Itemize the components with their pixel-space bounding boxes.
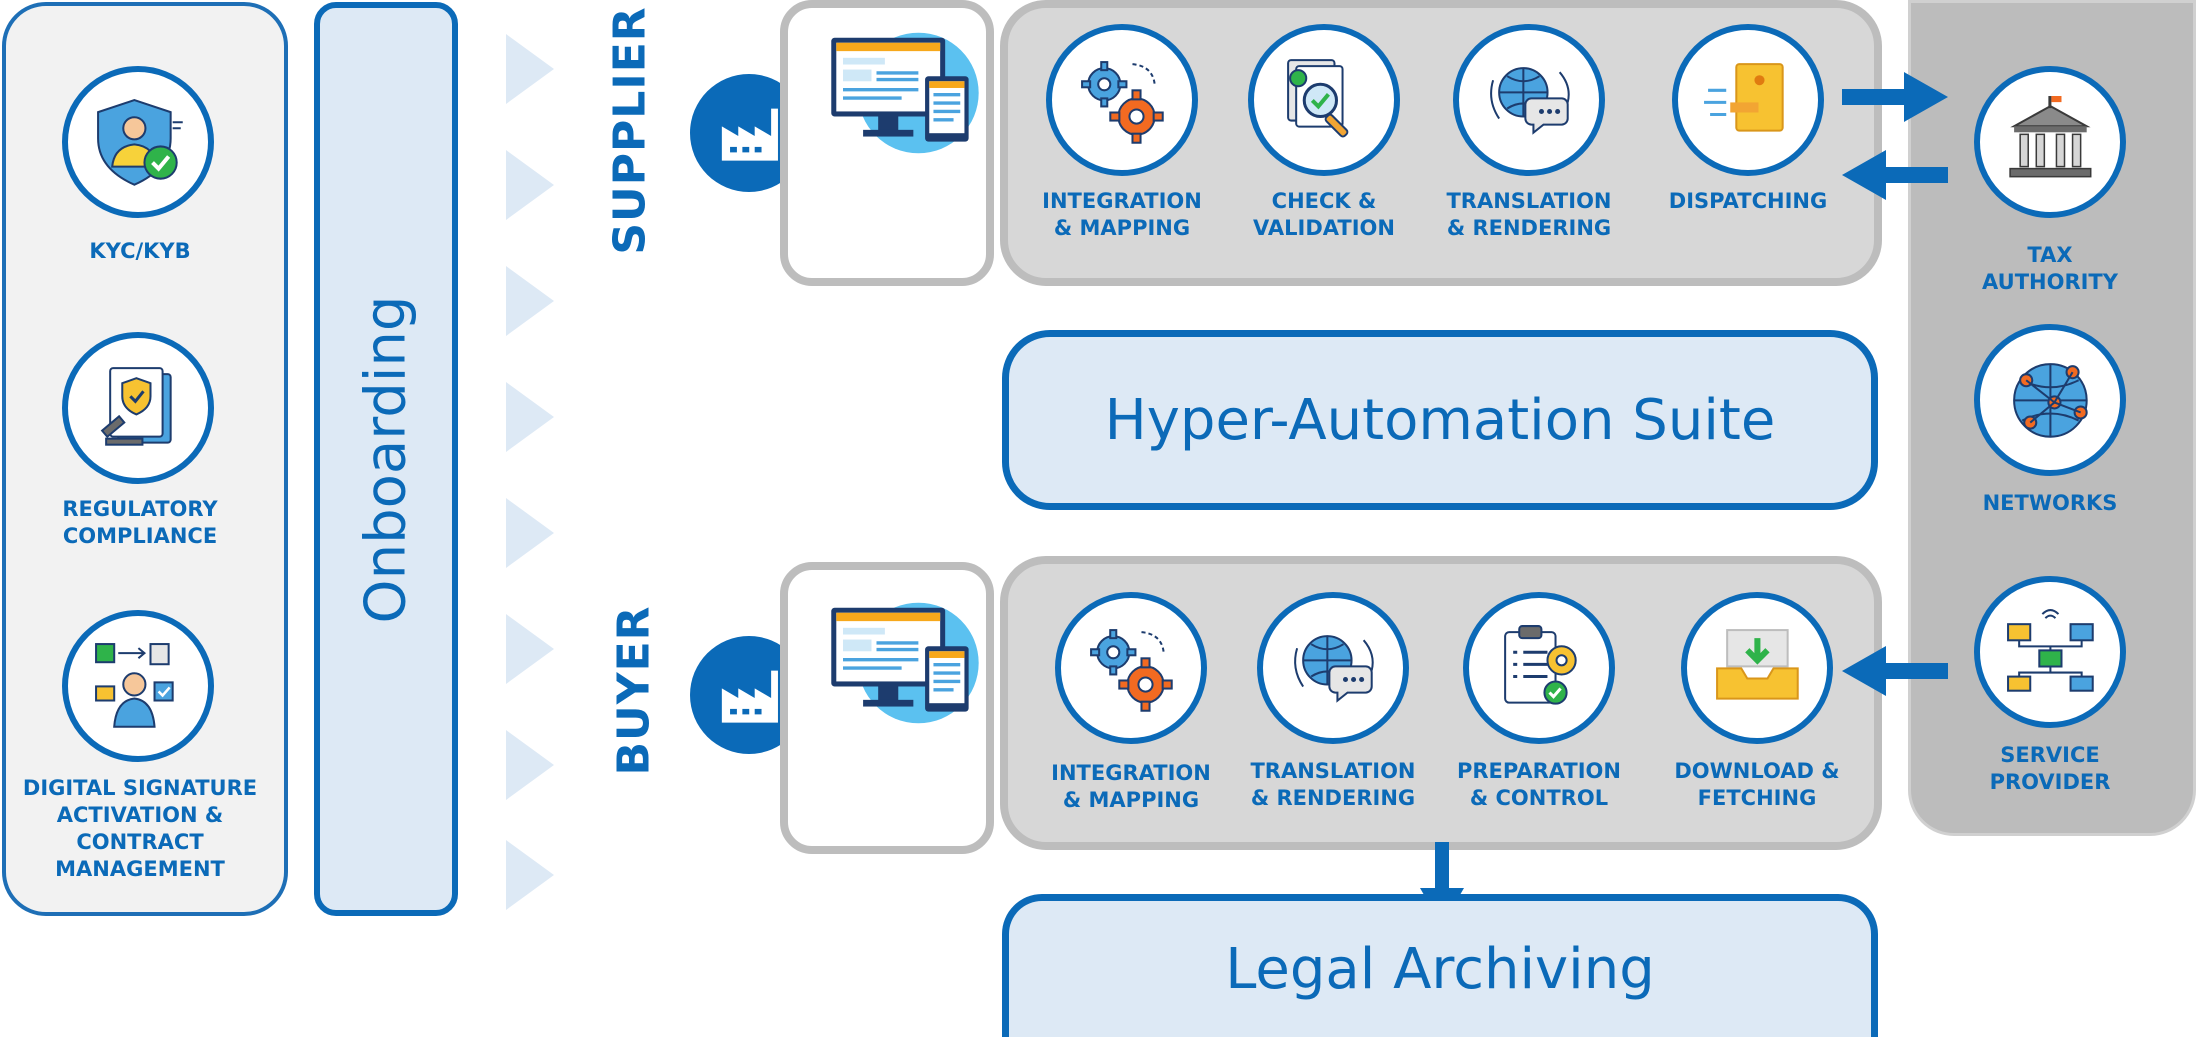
supplier-step-label: CHECK & VALIDATION — [1253, 189, 1395, 240]
buyer-step-label: TRANSLATION & RENDERING — [1250, 759, 1416, 810]
hyper-automation-suite-title: Hyper-Automation Suite — [1104, 387, 1776, 453]
legal-archiving-title: Legal Archiving — [1225, 936, 1655, 1002]
supplier-step-label: INTEGRATION & MAPPING — [1042, 189, 1202, 240]
buyer-translation-globe-icon[interactable] — [1257, 592, 1409, 744]
supplier-integration-gears-icon[interactable] — [1046, 24, 1198, 176]
digital-signature-label: DIGITAL SIGNATURE ACTIVATION & CONTRACT … — [22, 776, 258, 881]
chevron-right-icon — [506, 614, 554, 684]
server-network-icon[interactable] — [1974, 576, 2126, 728]
onboarding-bar[interactable] — [314, 2, 458, 916]
buyer-integration-gears-icon[interactable] — [1055, 592, 1207, 744]
networks-label: NETWORKS — [1982, 491, 2118, 515]
computer-tablet-icon — [826, 596, 994, 750]
tax-authority-label: TAX AUTHORITY — [1982, 243, 2118, 294]
chevron-right-icon — [506, 150, 554, 220]
service-provider-label: SERVICE PROVIDER — [1989, 743, 2111, 794]
supplier-title: SUPPLIER — [604, 5, 656, 255]
chevron-right-icon — [506, 840, 554, 910]
buyer-download-inbox-icon[interactable] — [1681, 592, 1833, 744]
supplier-step-label: TRANSLATION & RENDERING — [1446, 189, 1612, 240]
onboarding-title: Onboarding — [353, 295, 419, 623]
buyer-preparation-clipboard-icon[interactable] — [1463, 592, 1615, 744]
chevron-right-icon — [506, 730, 554, 800]
regulatory-compliance-label: REGULATORY COMPLIANCE — [62, 497, 218, 548]
network-globe-icon[interactable] — [1974, 324, 2126, 476]
chevron-right-icon — [506, 498, 554, 568]
government-building-icon[interactable] — [1974, 66, 2126, 218]
arrow-left-icon — [1842, 150, 1948, 200]
computer-tablet-icon — [826, 26, 994, 180]
chevron-right-icon — [506, 34, 554, 104]
chevron-right-icon — [506, 382, 554, 452]
buyer-step-label: DOWNLOAD & FETCHING — [1674, 759, 1840, 810]
supplier-check-document-icon[interactable] — [1248, 24, 1400, 176]
kyc-shield-person-icon[interactable] — [62, 66, 214, 218]
chevron-right-icon — [506, 266, 554, 336]
supplier-dispatch-envelope-icon[interactable] — [1672, 24, 1824, 176]
arrow-left-icon — [1842, 646, 1948, 696]
legal-archiving-box[interactable]: Legal Archiving — [1002, 894, 1878, 1037]
buyer-title: BUYER — [608, 604, 660, 776]
onboarding-title-wrap: Onboarding — [314, 2, 458, 916]
hyper-automation-suite-box[interactable]: Hyper-Automation Suite — [1002, 330, 1878, 510]
buyer-title-wrap: BUYER — [594, 580, 674, 800]
regulatory-document-icon[interactable] — [62, 332, 214, 484]
buyer-step-label: PREPARATION & CONTROL — [1457, 759, 1621, 810]
kyc-kyb-label: KYC/KYB — [89, 239, 191, 263]
digital-signature-workflow-icon[interactable] — [62, 610, 214, 762]
supplier-title-wrap: SUPPLIER — [590, 6, 670, 254]
arrow-right-icon — [1842, 72, 1948, 122]
supplier-translation-globe-icon[interactable] — [1453, 24, 1605, 176]
supplier-step-label: DISPATCHING — [1668, 189, 1828, 213]
buyer-step-label: INTEGRATION & MAPPING — [1051, 761, 1211, 812]
